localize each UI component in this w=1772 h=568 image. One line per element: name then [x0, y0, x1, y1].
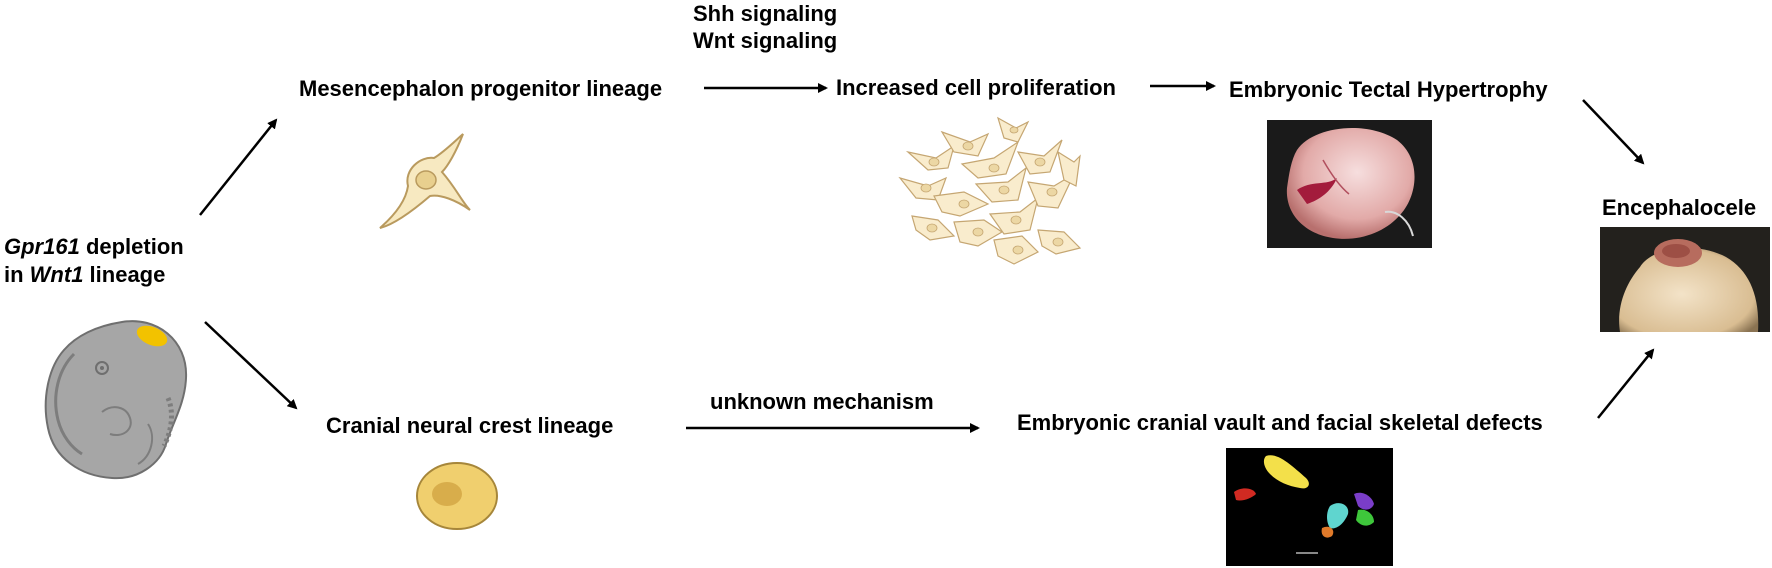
- unknown-mechanism-label: unknown mechanism: [710, 389, 934, 414]
- proliferation-label: Increased cell proliferation: [836, 75, 1116, 100]
- encephalocele-label: Encephalocele: [1602, 195, 1757, 220]
- tectal-hypertrophy-label: Embryonic Tectal Hypertrophy: [1229, 77, 1548, 102]
- progenitor-cell-icon: [379, 133, 471, 229]
- start-label-line2: in Wnt1 lineage: [4, 261, 165, 288]
- lineage-name: Wnt1: [29, 262, 84, 287]
- proliferating-cells-icon: [898, 116, 1082, 265]
- arrow-to-encephalocele-bottom: [1597, 348, 1655, 419]
- gene-name: Gpr161: [4, 234, 80, 259]
- wnt-signaling-label: Wnt signaling: [693, 28, 838, 53]
- start-label-line1: Gpr161 depletion: [4, 233, 184, 260]
- arrow-to-neural-crest: [204, 321, 298, 410]
- neural-crest-cell-icon: [416, 462, 498, 530]
- embryo-icon: [44, 320, 188, 480]
- start-label-prefix: in: [4, 262, 30, 287]
- start-label-suffix: lineage: [83, 262, 166, 287]
- neural-crest-lineage-label: Cranial neural crest lineage: [326, 413, 614, 438]
- arrow-to-encephalocele-top: [1582, 99, 1645, 165]
- mesencephalon-lineage-label: Mesencephalon progenitor lineage: [299, 76, 663, 101]
- shh-signaling-label: Shh signaling: [693, 1, 838, 26]
- skeletal-defects-photo: [1226, 448, 1393, 566]
- start-label-rest: depletion: [79, 234, 184, 259]
- arrow-to-mesencephalon: [199, 118, 278, 216]
- skeletal-defects-label: Embryonic cranial vault and facial skele…: [1017, 410, 1543, 435]
- tectal-hypertrophy-photo: [1267, 120, 1432, 248]
- encephalocele-photo: [1600, 227, 1770, 332]
